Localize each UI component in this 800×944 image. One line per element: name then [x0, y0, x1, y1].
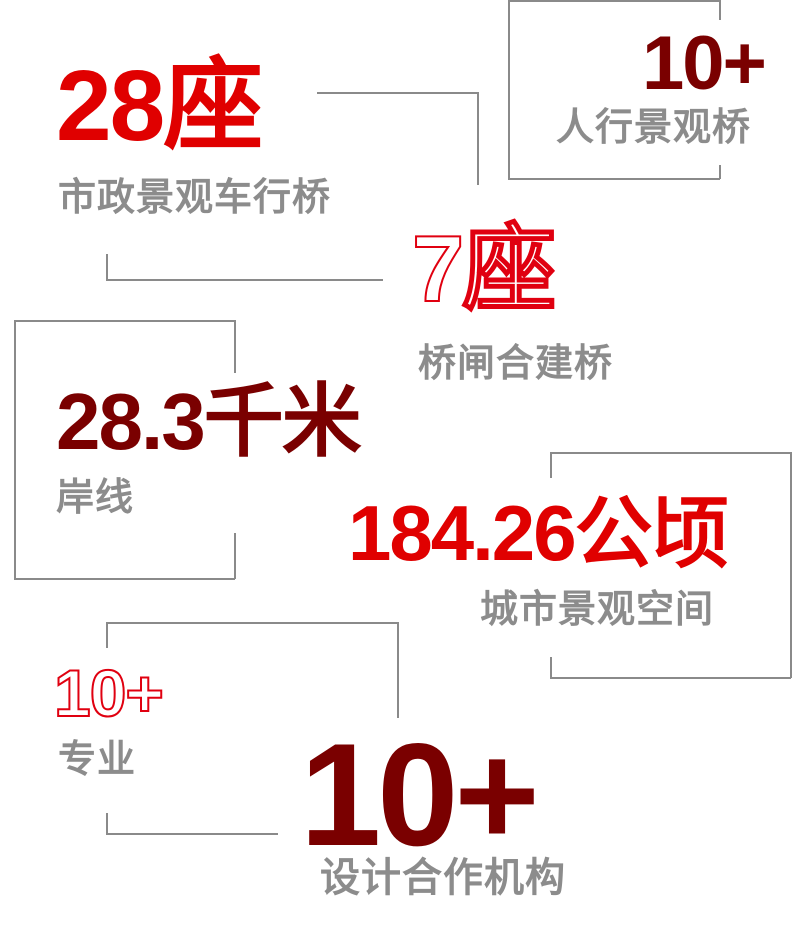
frame-line	[14, 320, 235, 322]
stat-label-disciplines: 专业	[58, 737, 137, 781]
frame-line	[14, 320, 16, 579]
stat-label-landscape-space: 城市景观空间	[480, 587, 715, 631]
stat-label-municipal-bridges: 市政景观车行桥	[58, 175, 332, 219]
frame-line	[790, 452, 792, 678]
stat-value-pedestrian-bridges: 10+	[642, 21, 767, 106]
stat-value-partner-institutions: 10+	[300, 713, 540, 876]
frame-line	[550, 452, 552, 478]
frame-line	[106, 813, 108, 834]
stat-value-disciplines: 10+	[53, 656, 165, 730]
stat-label-sluice-bridges: 桥闸合建桥	[418, 341, 614, 385]
stat-label-shoreline: 岸线	[56, 475, 135, 519]
stat-label-pedestrian-bridges: 人行景观桥	[556, 105, 752, 149]
stat-value-sluice-bridges: 7座	[411, 216, 557, 321]
frame-line	[106, 254, 108, 280]
frame-line	[106, 833, 278, 835]
stat-value-municipal-bridges: 28座	[56, 50, 263, 162]
stat-label-partner-institutions: 设计合作机构	[320, 855, 566, 901]
frame-line	[106, 622, 398, 624]
frame-line	[317, 92, 478, 94]
frame-line	[719, 0, 721, 20]
frame-line	[234, 320, 236, 373]
frame-line	[106, 279, 383, 281]
frame-line	[14, 578, 235, 580]
frame-line	[719, 165, 721, 179]
frame-line	[234, 533, 236, 579]
frame-line	[508, 178, 720, 180]
frame-line	[477, 92, 479, 185]
stat-value-shoreline: 28.3千米	[56, 377, 362, 466]
frame-line	[508, 0, 510, 179]
frame-line	[550, 677, 791, 679]
frame-line	[106, 622, 108, 648]
stat-value-landscape-space: 184.26公顷	[348, 489, 729, 577]
frame-line	[550, 657, 552, 678]
frame-line	[397, 622, 399, 718]
frame-line	[508, 0, 720, 2]
frame-line	[550, 452, 791, 454]
